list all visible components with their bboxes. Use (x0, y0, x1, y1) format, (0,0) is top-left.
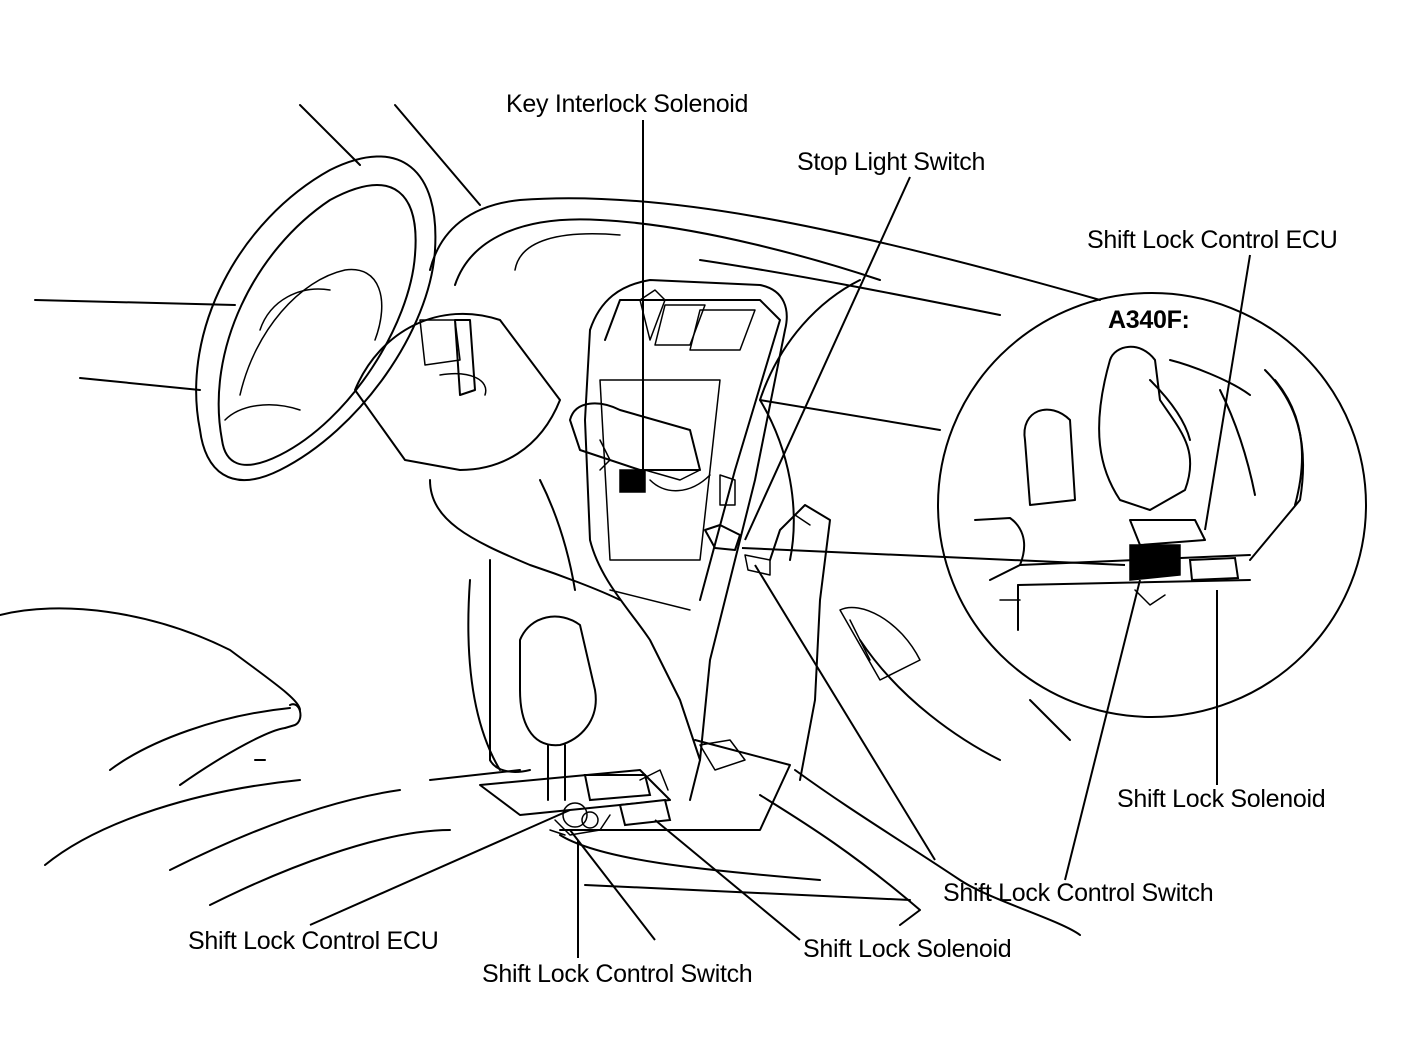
inset-shift-lock-solenoid-label: Shift Lock Solenoid (1117, 785, 1326, 813)
inset-shift-lock-control-ecu-label: Shift Lock Control ECU (1087, 226, 1338, 254)
inset-circle (937, 292, 1367, 718)
leader-lines (309, 120, 1251, 958)
inset-shift-lock-control-switch-label: Shift Lock Control Switch (943, 879, 1214, 907)
center-console (559, 279, 911, 901)
seat-and-handbrake (0, 607, 451, 906)
inset-title: A340F: (1108, 306, 1190, 334)
steering-wheel (34, 104, 481, 481)
dashboard (429, 197, 1101, 936)
shift-lock-control-ecu-label: Shift Lock Control ECU (188, 927, 439, 955)
steering-column (354, 312, 561, 471)
shift-lock-assembly (549, 769, 672, 836)
key-interlock-solenoid-part (569, 402, 711, 493)
stop-light-switch-part (704, 474, 771, 576)
stop-light-switch-label: Stop Light Switch (797, 148, 986, 176)
key-interlock-solenoid-label: Key Interlock Solenoid (506, 90, 749, 118)
shift-lock-solenoid-label: Shift Lock Solenoid (803, 935, 1012, 963)
shift-lock-control-switch-label: Shift Lock Control Switch (482, 960, 753, 988)
